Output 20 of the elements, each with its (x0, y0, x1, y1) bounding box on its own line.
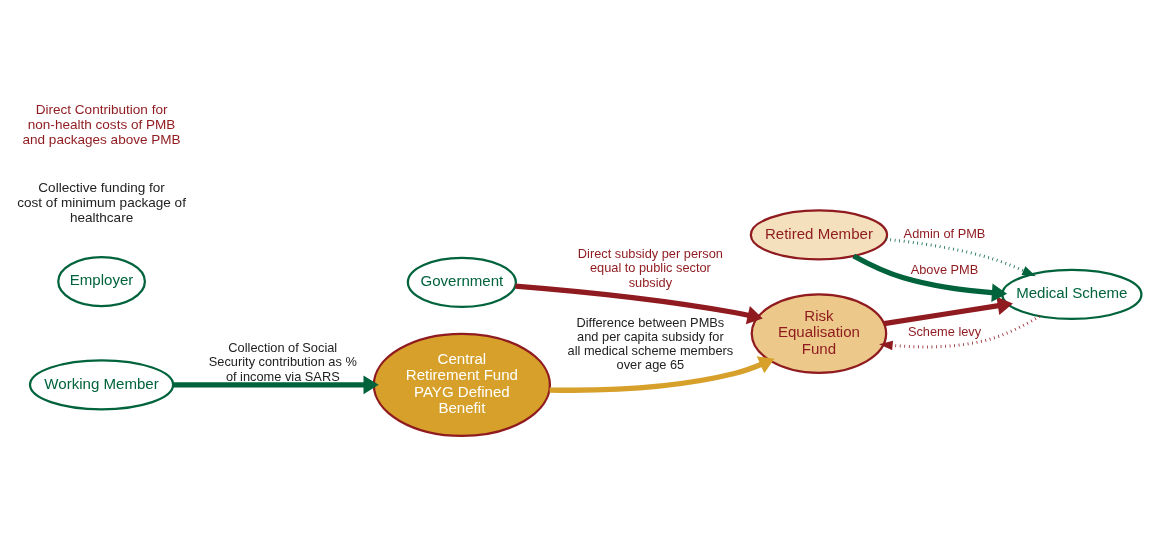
arrow (852, 253, 1008, 302)
arrow (173, 375, 379, 395)
edge-label: Direct subsidy per person equal to public sector subsidy (577, 245, 723, 290)
edge-label: Above PMB (910, 261, 979, 277)
node-ellipse: Employer (57, 256, 147, 308)
edge-label: Scheme levy (907, 324, 982, 340)
edge-label: Collection of Social Security contribution as % of income via SARS (208, 340, 357, 384)
node-ellipse: Retired Member (749, 209, 889, 261)
arrow (879, 314, 1041, 351)
arrow (549, 356, 775, 393)
arrow (515, 283, 763, 325)
edge-label: Difference between PMBs and per capita subsidy for all medical scheme members over age 65 (567, 314, 734, 373)
node-ellipse: Government (406, 256, 517, 308)
node-ellipse: Central Retirement Fund PAYG Defined Benefit (372, 332, 552, 438)
label: Direct Contribution for non-health costs of PMB and packages above PMB (22, 101, 181, 148)
node-ellipse: Working Member (28, 359, 175, 411)
label: Collective funding for cost of minimum package of healthcare (17, 180, 186, 226)
arrow (885, 237, 1036, 277)
edge-label: Admin of PMB (903, 225, 986, 241)
arrow (883, 296, 1013, 327)
